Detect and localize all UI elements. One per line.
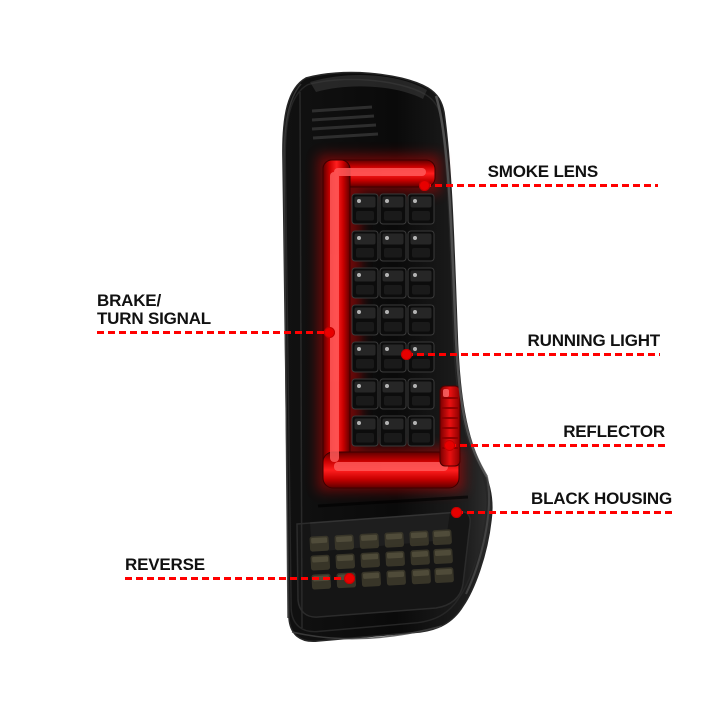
leader-line [97,327,335,338]
leader-line [451,507,672,518]
housing-edge-highlights [283,83,490,640]
vent-slats [311,105,379,140]
callout-dot [401,349,412,360]
leader-line [419,180,658,191]
callout-black-housing: BLACK HOUSING [451,489,672,518]
callout-label: BRAKE/ [97,291,161,310]
callout-label: REFLECTOR [563,422,665,441]
callout-reflector: REFLECTOR [444,422,667,451]
top-edge-highlight [310,75,427,99]
callout-dot [324,327,335,338]
callout-label: RUNNING LIGHT [527,331,661,350]
leader-line [401,349,660,360]
callout-dot [451,507,462,518]
light-bar-core [330,168,448,471]
brake-led-grid [351,193,435,447]
callout-brake-turn-signal: BRAKE/ TURN SIGNAL [97,291,335,338]
callout-smoke-lens: SMOKE LENS [419,162,658,191]
leader-line [125,573,355,584]
callout-dot [344,573,355,584]
lens-chin-seam [317,495,469,508]
callout-label: REVERSE [125,555,205,574]
callout-reverse: REVERSE [125,555,355,584]
callout-running-light: RUNNING LIGHT [401,331,661,360]
callout-label: BLACK HOUSING [531,489,672,508]
callout-label: SMOKE LENS [487,162,599,181]
callout-label: TURN SIGNAL [97,309,211,328]
leader-line [444,440,667,451]
callout-dot [419,180,430,191]
callout-dot [444,440,455,451]
